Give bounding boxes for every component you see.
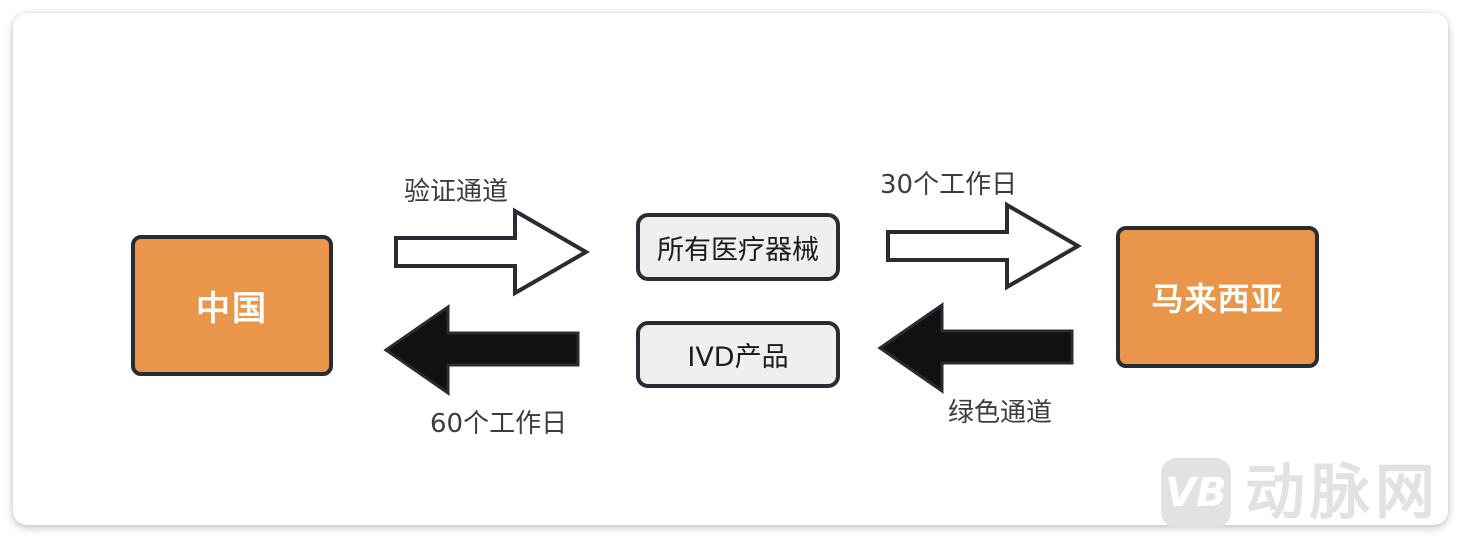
flow-label-green-channel: 绿色通道 xyxy=(948,398,1053,428)
arrow-right-30days-icon xyxy=(886,201,1082,291)
node-malaysia: 马来西亚 xyxy=(1116,226,1319,368)
flow-label-30-working-days: 30个工作日 xyxy=(880,170,1018,200)
node-china-label: 中国 xyxy=(196,289,268,329)
node-all-medical-devices-label: 所有医疗器械 xyxy=(657,234,819,266)
arrow-right-verification-icon xyxy=(394,207,590,297)
diagram-card: 中国 马来西亚 所有医疗器械 IVD产品 验证通道 30个工作日 绿色通道 60… xyxy=(13,13,1448,525)
flow-label-verification-channel: 验证通道 xyxy=(404,177,509,207)
flow-label-60-working-days: 60个工作日 xyxy=(430,409,568,439)
node-china: 中国 xyxy=(131,235,333,376)
arrow-left-60days-icon xyxy=(383,304,580,396)
node-ivd-products-label: IVD产品 xyxy=(687,342,789,373)
arrow-left-green-channel-icon xyxy=(877,302,1074,394)
node-all-medical-devices: 所有医疗器械 xyxy=(636,213,840,281)
node-malaysia-label: 马来西亚 xyxy=(1151,280,1284,318)
node-ivd-products: IVD产品 xyxy=(636,321,840,388)
